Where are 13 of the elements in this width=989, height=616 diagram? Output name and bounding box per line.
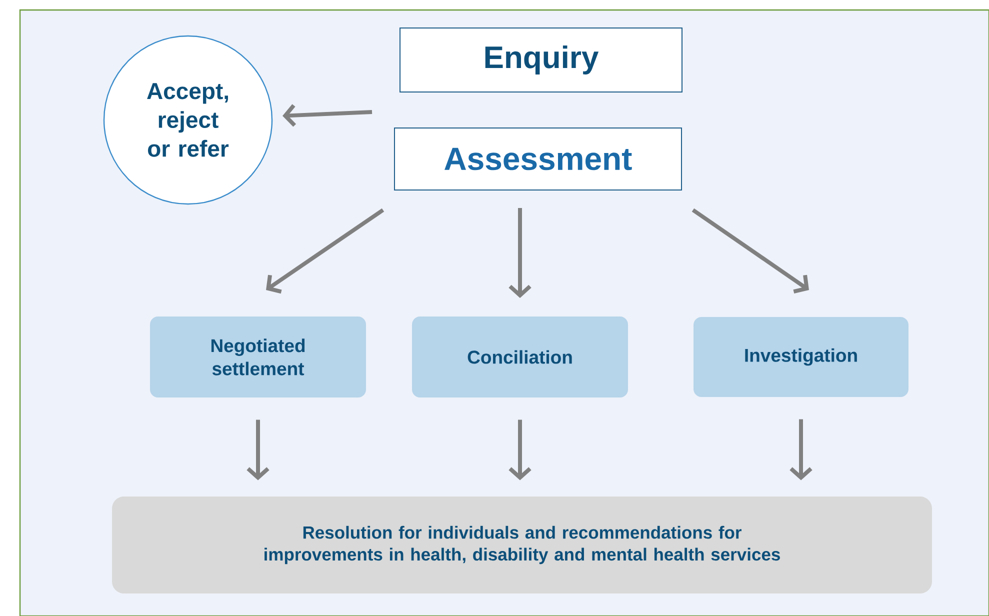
process-box: Investigation xyxy=(694,317,908,397)
arrow xyxy=(282,104,372,127)
arrow xyxy=(508,420,532,480)
arrow xyxy=(266,208,384,294)
arrow xyxy=(692,208,809,294)
process-box: Conciliation xyxy=(412,316,628,398)
arrow xyxy=(246,420,270,480)
heading-box: Assessment xyxy=(394,128,682,190)
arrow xyxy=(790,419,812,480)
result-box: Resolution for individuals and recommendations for improvements in health, disability and mental health services xyxy=(112,496,932,594)
arrow xyxy=(508,208,532,298)
heading-box: Enquiry xyxy=(400,28,682,92)
process-box: Negotiated settlement xyxy=(150,316,366,398)
